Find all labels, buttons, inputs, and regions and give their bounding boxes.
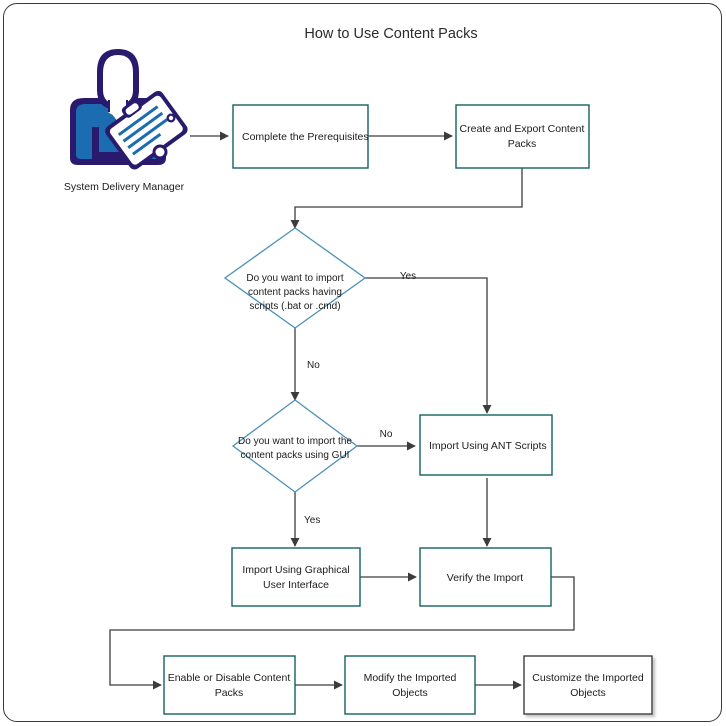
- node-decision-scripts-line1: Do you want to import: [246, 273, 343, 284]
- node-modify-imported-line2: Objects: [392, 687, 428, 699]
- node-enable-disable-line2: Packs: [215, 687, 244, 699]
- node-modify-imported-line1: Modify the Imported: [364, 672, 457, 684]
- node-decision-scripts[interactable]: Do you want to import content packs havi…: [223, 227, 367, 329]
- node-customize-imported-line2: Objects: [570, 687, 606, 699]
- node-decision-gui[interactable]: Do you want to import the content packs …: [231, 399, 359, 493]
- edge-label-decision1-yes: Yes: [400, 271, 416, 282]
- connector-create-to-decision1: [290, 168, 523, 229]
- node-enable-disable-content-packs[interactable]: Enable or Disable Content Packs: [163, 655, 296, 715]
- actor-label: System Delivery Manager: [64, 181, 185, 193]
- node-import-gui-line2: User Interface: [263, 579, 329, 591]
- node-complete-prerequisites[interactable]: Complete the Prerequisites: [232, 104, 369, 169]
- person-with-clipboard-icon: [70, 49, 188, 170]
- node-decision-gui-line1: Do you want to import the: [238, 436, 352, 447]
- page-frame-border: [3, 3, 722, 722]
- connector-verify-to-enable: [109, 576, 575, 690]
- node-customize-imported-objects[interactable]: Customize the Imported Objects: [523, 655, 653, 715]
- node-enable-disable-line1: Enable or Disable Content: [168, 672, 291, 684]
- node-decision-scripts-line3: scripts (.bat or .cmd): [249, 301, 340, 312]
- page-title: How to Use Content Packs: [304, 26, 477, 42]
- node-decision-gui-line2: content packs using GUI: [241, 450, 350, 461]
- node-create-export-line2: Packs: [508, 138, 537, 150]
- node-verify-import[interactable]: Verify the Import: [419, 547, 552, 607]
- node-import-ant-scripts[interactable]: Import Using ANT Scripts: [419, 414, 553, 476]
- node-import-gui[interactable]: Import Using Graphical User Interface: [231, 547, 361, 607]
- node-complete-prerequisites-label: Complete the Prerequisites: [242, 131, 369, 143]
- connector-decision1-yes-to-ant: [365, 277, 492, 414]
- node-create-export-content-packs[interactable]: Create and Export Content Packs: [455, 104, 590, 169]
- node-modify-imported-objects[interactable]: Modify the Imported Objects: [344, 655, 476, 715]
- node-import-ant-scripts-label: Import Using ANT Scripts: [429, 440, 547, 452]
- edge-label-decision2-no: No: [380, 429, 393, 440]
- edge-label-decision1-no: No: [307, 360, 320, 371]
- node-verify-import-label: Verify the Import: [447, 572, 524, 584]
- node-create-export-line1: Create and Export Content: [460, 123, 585, 135]
- edge-label-decision2-yes: Yes: [304, 515, 320, 526]
- node-import-gui-line1: Import Using Graphical: [242, 564, 349, 576]
- node-decision-scripts-line2: content packs having: [248, 287, 342, 298]
- node-customize-imported-line1: Customize the Imported: [532, 672, 644, 684]
